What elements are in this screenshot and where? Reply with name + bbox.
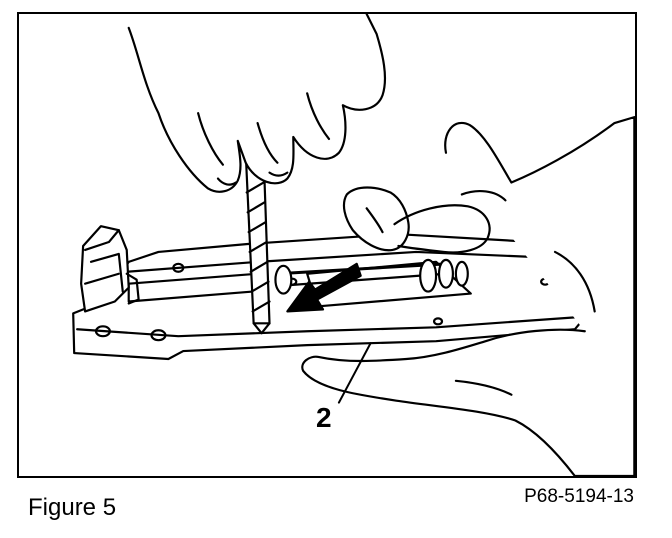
technical-illustration: [72, 14, 635, 476]
pivot-rod: [274, 258, 469, 295]
reference-code: P68-5194-13: [524, 486, 634, 507]
callout-number: 2: [316, 402, 332, 433]
figure-caption: Figure 5: [28, 494, 117, 521]
callout-leader-line: [337, 342, 372, 404]
left-bracket: [80, 225, 140, 313]
right-hand: [301, 116, 635, 476]
upper-hand: [127, 14, 387, 193]
direction-arrow: [286, 262, 362, 313]
figure-frame: 2: [17, 12, 637, 478]
